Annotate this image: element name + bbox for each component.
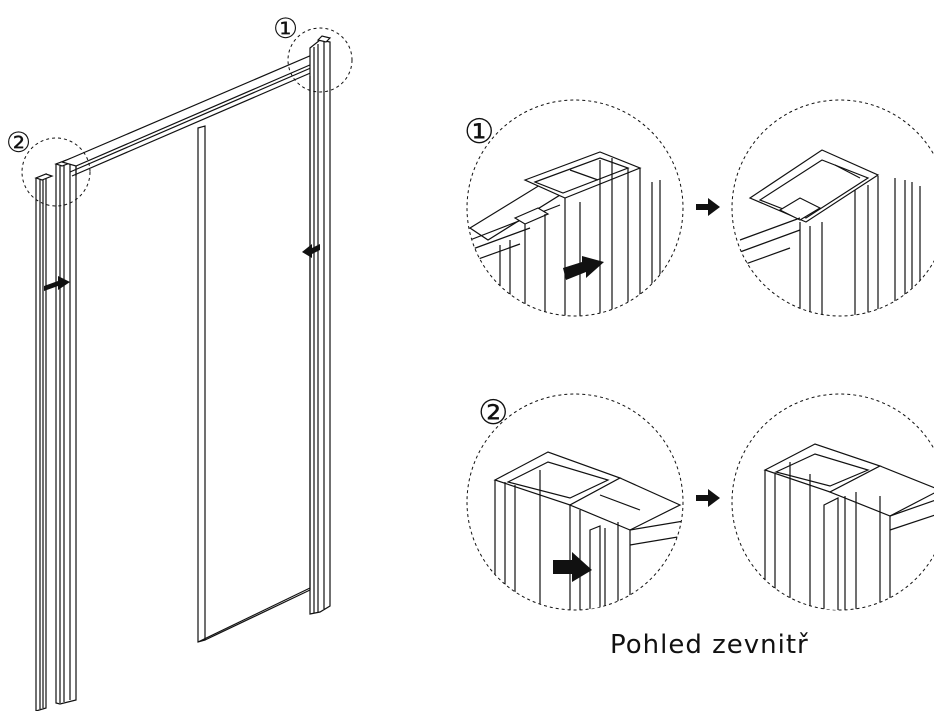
door-frame-assembly bbox=[21, 27, 353, 712]
detail-2-before bbox=[466, 393, 684, 611]
arrow-left-icon bbox=[302, 244, 320, 258]
detail-1-marker: ① bbox=[464, 112, 494, 152]
arrow-right-icon bbox=[44, 276, 70, 291]
detail-1-after bbox=[731, 99, 934, 317]
right-frame-profile bbox=[309, 35, 332, 615]
callout-marker-1: ① bbox=[273, 12, 298, 45]
arrow-right-icon bbox=[553, 552, 592, 582]
left-outer-profile bbox=[34, 173, 54, 712]
callout-circle-1 bbox=[287, 27, 353, 93]
top-header-rail bbox=[60, 54, 328, 177]
callout-marker-2: ② bbox=[6, 126, 31, 159]
detail-2-after bbox=[731, 393, 934, 611]
left-frame-profile bbox=[54, 157, 80, 705]
detail-2-marker: ② bbox=[478, 393, 508, 433]
step-2-arrow-icon bbox=[696, 489, 720, 507]
step-1-arrow-icon bbox=[696, 198, 720, 216]
arrow-right-icon bbox=[563, 256, 604, 280]
door-panel bbox=[197, 76, 311, 643]
detail-1-before bbox=[466, 99, 684, 317]
caption-inside-view: Pohled zevnitř bbox=[610, 630, 809, 660]
callout-circle-2 bbox=[21, 137, 91, 207]
